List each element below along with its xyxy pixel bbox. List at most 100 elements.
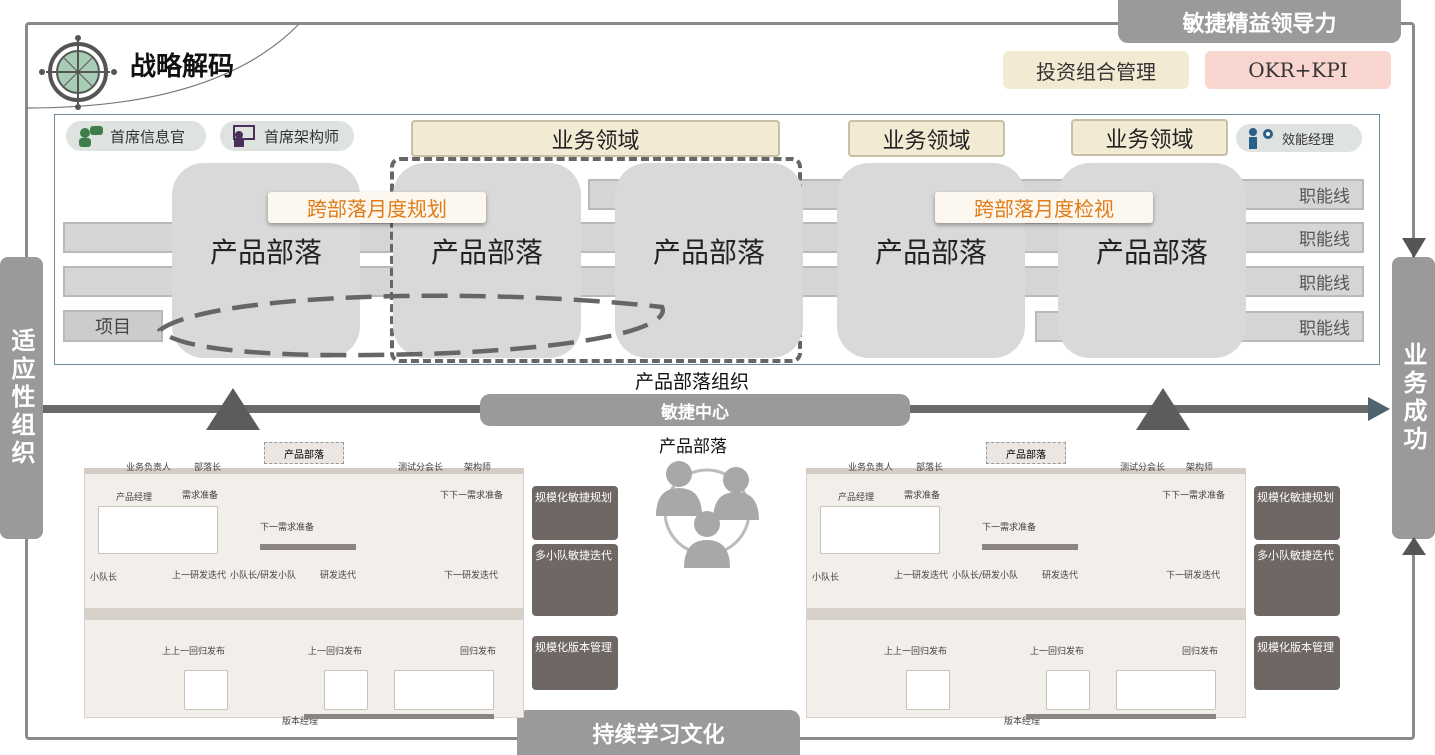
- function-lane-label: 职能线: [1299, 187, 1350, 207]
- project-lane: 项目: [63, 310, 163, 342]
- scene-role: 测试分会长: [398, 463, 444, 473]
- scene-stage: 上一研发迭代: [894, 571, 949, 581]
- scene-flow-arrow: [304, 714, 494, 719]
- scene-flow-arrow: [982, 544, 1078, 550]
- scene-stage: 下一研发迭代: [444, 571, 499, 581]
- scene-flow-arrow: [1026, 714, 1216, 719]
- tribe-scene-right: 产品部落 业务负责人 部落长 测试分会长 架构师 产品经理 需求准备 下下一需求…: [786, 438, 1364, 727]
- scene-role: 部落长: [916, 463, 944, 473]
- function-lane-label: 职能线: [1299, 230, 1350, 250]
- scene-card: [1116, 670, 1216, 710]
- scene-banner: 产品部落: [264, 442, 344, 464]
- product-tribe-4: 产品部落: [837, 163, 1025, 358]
- tribe-org-label: 产品部落组织: [634, 371, 749, 393]
- agile-center: 敏捷中心: [480, 394, 910, 426]
- scene-stage: 上一回归发布: [1030, 647, 1085, 657]
- scene-card: [1046, 670, 1090, 710]
- team-group-icon: [656, 461, 759, 568]
- scene-role: 架构师: [464, 463, 492, 473]
- scene-card-stack: [98, 506, 218, 554]
- portfolio-tag: 投资组合管理: [1003, 51, 1189, 89]
- scene-stage: 回归发布: [460, 647, 497, 657]
- presenter-icon: [233, 125, 255, 147]
- arrow-up-icon: [1402, 537, 1426, 555]
- scene-version-owner: 版本经理: [282, 717, 319, 727]
- scene-role: 业务负责人: [848, 463, 894, 473]
- scene-card-stack: [820, 506, 940, 554]
- header-arc: [27, 23, 300, 109]
- scene-panel: 多小队敏捷迭代: [1254, 544, 1340, 616]
- scene-squad-team: 小队长/研发小队: [230, 571, 297, 581]
- triangle-marker-left: [206, 388, 260, 430]
- scene-stage: 上上一回归发布: [884, 647, 948, 657]
- scene-stage: 需求准备: [182, 491, 219, 501]
- business-domain-1: 业务领域: [411, 120, 780, 157]
- scene-panel: 规模化敏捷规划: [1254, 486, 1340, 540]
- function-lane-label: 职能线: [1299, 274, 1350, 294]
- business-success-bar: 业务成功: [1392, 257, 1435, 539]
- scene-panel: 规模化敏捷规划: [532, 486, 618, 540]
- scene-panel-title: 规模化版本管理: [535, 641, 612, 654]
- scene-stage: 上上一回归发布: [162, 647, 226, 657]
- scene-mid-layer: [84, 608, 524, 620]
- scene-squad: 小队长: [812, 573, 840, 583]
- person-pin-icon: [1249, 128, 1273, 149]
- center-tribe-label: 产品部落: [659, 437, 727, 457]
- arrow-down-icon: [1402, 238, 1426, 258]
- scene-role: 业务负责人: [126, 463, 172, 473]
- scene-stage: 需求准备: [904, 491, 941, 501]
- scene-mid-layer: [806, 608, 1246, 620]
- scene-stage: 下一研发迭代: [1166, 571, 1221, 581]
- adaptive-org-bar: 适应性组织: [0, 257, 43, 539]
- business-domain-2: 业务领域: [848, 120, 1005, 157]
- scene-stage: 下下一需求准备: [1162, 491, 1226, 501]
- scene-panel-title: 规模化版本管理: [1257, 641, 1334, 654]
- scene-stage: 上一研发迭代: [172, 571, 227, 581]
- okr-tag: OKR+KPI: [1205, 51, 1391, 89]
- scene-panel: 规模化版本管理: [532, 636, 618, 690]
- learning-culture-banner: 持续学习文化: [517, 710, 800, 755]
- scene-owner: 产品经理: [838, 493, 875, 503]
- scene-stage: 研发迭代: [320, 571, 357, 581]
- scene-squad-team: 小队长/研发小队: [952, 571, 1019, 581]
- scene-squad: 小队长: [90, 573, 118, 583]
- scene-stage: 下一需求准备: [982, 523, 1037, 533]
- project-dashed-ellipse: [156, 293, 666, 358]
- scene-card: [184, 670, 228, 710]
- scene-panel-title: 规模化敏捷规划: [535, 491, 612, 504]
- cio-label: 首席信息官: [110, 127, 186, 146]
- scene-role: 部落长: [194, 463, 222, 473]
- manager-label: 效能经理: [1282, 132, 1335, 148]
- cross-tribe-planning: 跨部落月度规划: [268, 192, 486, 223]
- scene-stage: 上一回归发布: [308, 647, 363, 657]
- leadership-banner: 敏捷精益领导力: [1118, 0, 1401, 43]
- cross-tribe-review: 跨部落月度检视: [935, 192, 1153, 223]
- chat-person-icon: [79, 126, 103, 147]
- scene-panel-title: 多小队敏捷迭代: [1257, 549, 1334, 562]
- scene-role: 测试分会长: [1120, 463, 1166, 473]
- scene-panel-title: 多小队敏捷迭代: [535, 549, 612, 562]
- scene-owner: 产品经理: [116, 493, 153, 503]
- cio-role: 首席信息官: [66, 121, 206, 151]
- arrow-right-icon: [1368, 397, 1390, 421]
- page-title: 战略解码: [130, 52, 235, 82]
- scene-version-owner: 版本经理: [1004, 717, 1041, 727]
- business-domain-3: 业务领域: [1071, 119, 1228, 156]
- scene-panel-title: 规模化敏捷规划: [1257, 491, 1334, 504]
- scene-card: [394, 670, 494, 710]
- scene-card: [324, 670, 368, 710]
- scene-panel: 多小队敏捷迭代: [532, 544, 618, 616]
- scene-flow-arrow: [260, 544, 356, 550]
- scene-top-edge: [806, 468, 1246, 474]
- scene-stage: 下一需求准备: [260, 523, 315, 533]
- scene-stage: 回归发布: [1182, 647, 1219, 657]
- architect-role: 首席架构师: [220, 121, 354, 151]
- scene-stage: 下下一需求准备: [440, 491, 504, 501]
- scene-top-edge: [84, 468, 524, 474]
- scene-card: [906, 670, 950, 710]
- scene-role: 架构师: [1186, 463, 1214, 473]
- tribe-scene-left: 产品部落 业务负责人 部落长 测试分会长 架构师 产品经理 需求准备 下下一需求…: [64, 438, 642, 727]
- efficiency-manager-role: 效能经理: [1236, 124, 1362, 152]
- compass-icon: [39, 35, 117, 110]
- function-lane-label: 职能线: [1299, 319, 1350, 339]
